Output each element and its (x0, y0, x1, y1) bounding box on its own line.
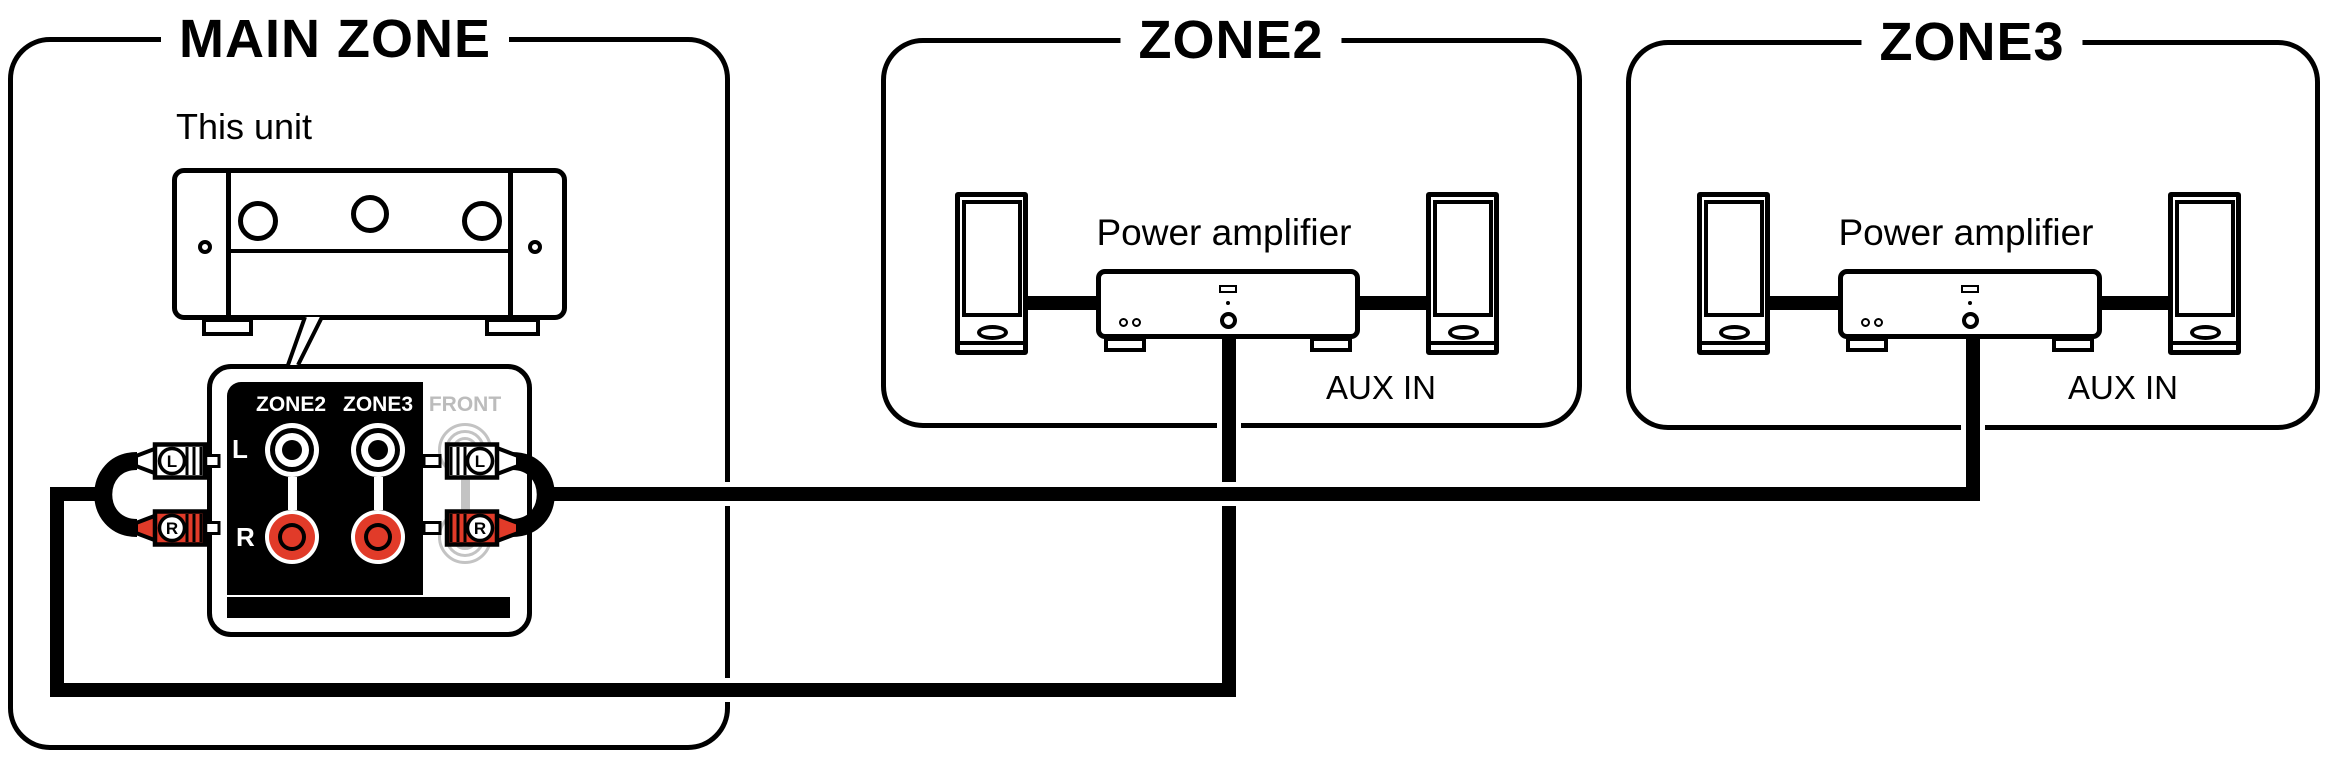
receiver-foot-left (202, 318, 253, 336)
plug-letter: R (166, 519, 178, 538)
rear-panel-bottom-bar (227, 597, 510, 618)
zone3-aux-in-label: AUX IN (2067, 369, 2179, 406)
zone3-amp-label: Power amplifier (1838, 212, 2094, 253)
panel-label-zone2: ZONE2 (255, 393, 327, 416)
plug-pin (422, 454, 442, 468)
receiver-knob-left (238, 201, 278, 241)
plug-letter: L (475, 452, 485, 471)
zone2-speaker-wire-left (1028, 296, 1098, 310)
callout-pointer (286, 316, 324, 366)
this-unit-label: This unit (175, 106, 313, 147)
plug-letter: R (474, 519, 486, 538)
zone3-jack-link (374, 477, 383, 510)
receiver-body (172, 168, 567, 320)
zone2-aux-in-label: AUX IN (1325, 369, 1437, 406)
zone2-jack-link (288, 477, 297, 510)
zone2-speaker-wire-right (1358, 296, 1428, 310)
zone3-speaker-wire-left (1770, 296, 1840, 310)
panel-letter-r: R (236, 522, 255, 552)
panel-label-zone3: ZONE3 (342, 393, 414, 416)
receiver-screw-left (198, 240, 212, 254)
receiver-foot-right (485, 318, 540, 336)
receiver-knob-center (351, 195, 389, 233)
panel-letter-l: L (232, 434, 248, 464)
receiver-knob-right (462, 201, 502, 241)
plug-pin (422, 521, 442, 535)
front-jack-link (461, 477, 470, 510)
zone3-amp-knob (1962, 312, 1979, 329)
receiver-screw-right (528, 240, 542, 254)
rca-plug-left-r: R (134, 509, 221, 547)
zone3-title: ZONE3 (1861, 15, 2083, 69)
zone3-cable (544, 336, 1980, 501)
zone2-cable-halo (45, 350, 1241, 702)
zone2-cable (50, 336, 1236, 697)
right-cable-loop (511, 452, 555, 537)
rca-plug-right-l: L (422, 442, 520, 480)
left-cable-loop (94, 452, 138, 537)
receiver-left-divider (226, 171, 231, 317)
zone2-amp-knob (1220, 312, 1237, 329)
zone3-cable-halo (558, 350, 1985, 506)
rca-plug-left-l: L (134, 442, 221, 480)
panel-label-front: FRONT (428, 393, 502, 416)
zone3-speaker-wire-right (2100, 296, 2170, 310)
receiver-front-line (229, 249, 510, 253)
receiver-right-divider (508, 171, 513, 317)
rca-plug-right-r: R (422, 509, 520, 547)
zone2-amp-label: Power amplifier (1096, 212, 1352, 253)
main-zone-title: MAIN ZONE (161, 12, 509, 66)
zone2-title: ZONE2 (1120, 13, 1342, 67)
plug-letter: L (167, 452, 177, 471)
